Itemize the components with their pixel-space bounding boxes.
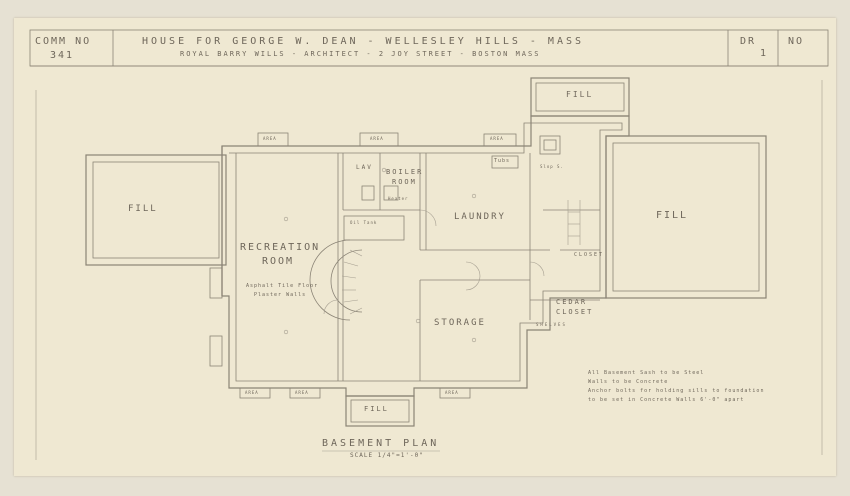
architect-line: ROYAL BARRY WILLS - ARCHITECT - 2 JOY ST… xyxy=(180,50,541,58)
fill-label-left: FILL xyxy=(128,204,158,214)
tubs-label: Tubs xyxy=(494,158,511,164)
shelves-label: SHELVES xyxy=(536,322,567,327)
slop-sink-label: Slop S. xyxy=(540,164,564,169)
plan-scale: SCALE 1/4"=1'-0" xyxy=(350,452,424,459)
drawing-label: DR xyxy=(740,36,757,47)
recreation-note-floor: Asphalt Tile Floor xyxy=(246,283,319,289)
fill-label-top: FILL xyxy=(566,90,594,99)
area-label: AREA xyxy=(263,136,277,141)
curved-stair xyxy=(309,215,405,321)
area-label: AREA xyxy=(295,390,309,395)
fixtures xyxy=(361,135,581,245)
note-anchor-spacing: to be set in Concrete Walls 6'-0" apart xyxy=(588,397,745,403)
comm-label: COMM NO xyxy=(35,36,92,47)
fill-label-right: FILL xyxy=(656,210,689,221)
door-swings xyxy=(323,209,545,315)
storage-label: STORAGE xyxy=(434,318,486,328)
heater-label: Heater xyxy=(388,196,409,201)
recreation-room-label: RECREATION xyxy=(240,242,321,253)
plan-title: BASEMENT PLAN xyxy=(322,438,440,449)
area-label: AREA xyxy=(490,136,504,141)
left-fill-area xyxy=(85,154,227,266)
laundry-label: LAUNDRY xyxy=(454,212,506,222)
boiler-room-label-2: ROOM xyxy=(392,178,417,186)
drawing-title: HOUSE FOR GEORGE W. DEAN - WELLESLEY HIL… xyxy=(142,36,585,47)
recreation-note-walls: Plaster Walls xyxy=(254,292,307,298)
fill-label-bottom: FILL xyxy=(364,405,389,413)
note-sash: All Basement Sash to be Steel xyxy=(588,370,705,376)
cedar-closet-label-2: CLOSET xyxy=(556,308,594,316)
area-wells xyxy=(209,132,517,399)
title-block-frame xyxy=(29,29,829,460)
boiler-room-label: BOILER xyxy=(386,168,424,176)
recreation-room-label-2: ROOM xyxy=(262,256,295,267)
lavatory-label: LAV xyxy=(356,164,373,171)
sheet-number: 1 xyxy=(760,48,769,59)
room-center-marks xyxy=(283,167,477,343)
area-label: AREA xyxy=(370,136,384,141)
sheet-number-label: NO xyxy=(788,36,805,47)
note-walls: Walls to be Concrete xyxy=(588,379,669,385)
closet-label: CLOSET xyxy=(574,252,605,258)
interior-walls xyxy=(337,153,600,381)
drawing-sheet xyxy=(14,18,836,476)
cedar-closet-label: CEDAR xyxy=(556,298,588,306)
comm-number: 341 xyxy=(50,50,75,61)
oil-tank-label: Oil Tank xyxy=(350,220,378,225)
area-label: AREA xyxy=(245,390,259,395)
area-label: AREA xyxy=(445,390,459,395)
note-anchor-bolts: Anchor bolts for holding sills to founda… xyxy=(588,388,765,394)
